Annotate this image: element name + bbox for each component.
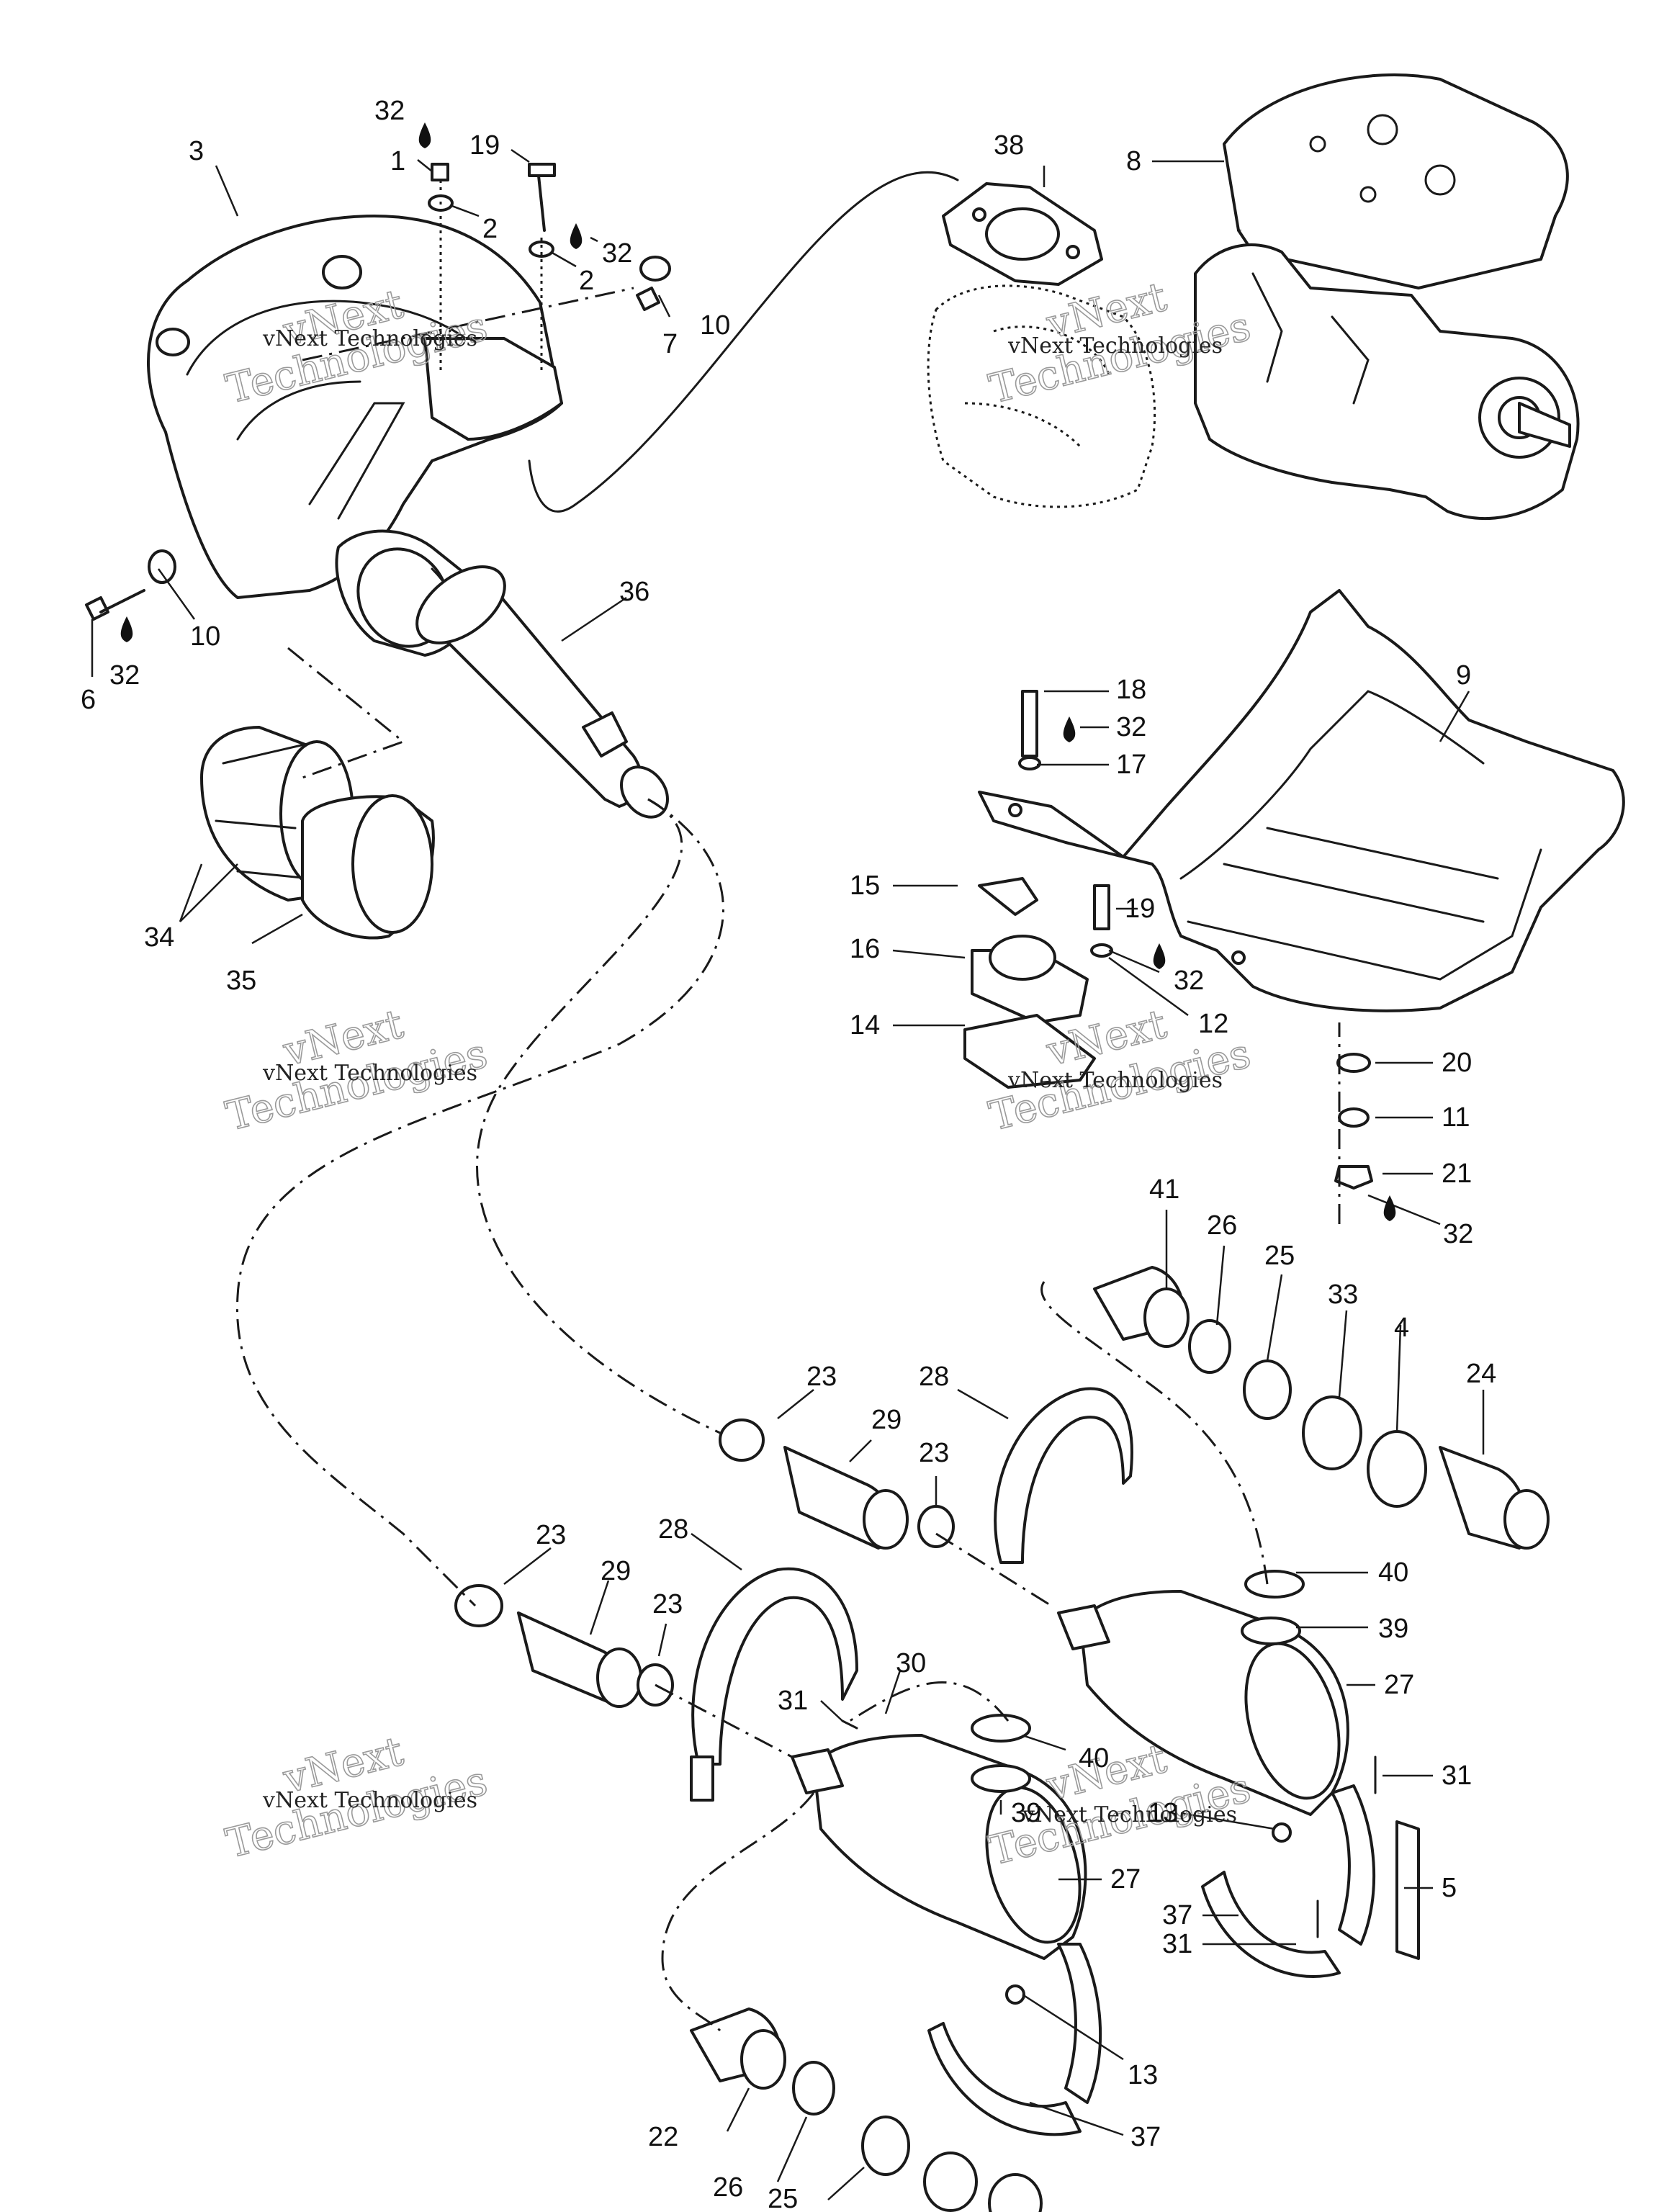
callout-label: 24: [1466, 1359, 1496, 1389]
callout-label: 28: [658, 1514, 688, 1545]
callout-label: 13: [1148, 1798, 1178, 1828]
callout-label: 35: [226, 966, 256, 996]
callout-label: 31: [1442, 1761, 1472, 1791]
callout-label: 16: [850, 934, 880, 964]
callout-label: 30: [896, 1648, 926, 1678]
callout-label: 21: [1442, 1159, 1472, 1189]
mid-hose-upper-part: [719, 1387, 1133, 1564]
callout-label: 41: [1149, 1174, 1179, 1205]
callout-label: 5: [1442, 1873, 1457, 1903]
watermark-low-left: vNext Technologies vNext Technologies: [221, 1727, 493, 1868]
clamp-sleeve-part: [200, 726, 435, 940]
callout-label: 19: [1125, 894, 1155, 924]
callout-label: 32: [1443, 1219, 1473, 1249]
outlet-assembly-part: [1093, 1266, 1550, 1550]
callout-label: 2: [579, 266, 594, 296]
gasket-part: [927, 182, 1156, 508]
callout-label: 29: [601, 1556, 631, 1586]
callout-label: 32: [1174, 966, 1204, 996]
callout-label: 26: [713, 2172, 743, 2203]
callout-label: 23: [652, 1589, 683, 1619]
callout-label: 10: [190, 621, 220, 652]
callout-label: 39: [1378, 1614, 1408, 1644]
callout-label: 23: [919, 1438, 949, 1468]
callout-label: 26: [1207, 1210, 1237, 1241]
callout-label: 9: [1456, 660, 1471, 691]
callout-label: 6: [81, 685, 96, 715]
callout-label: 8: [1126, 146, 1141, 176]
callout-label: 25: [768, 2184, 798, 2212]
svg-text:vNext Technologies: vNext Technologies: [262, 1788, 477, 1813]
svg-text:vNext Technologies: vNext Technologies: [262, 1061, 477, 1086]
callout-label: 25: [1264, 1241, 1295, 1271]
callout-label: 12: [1198, 1009, 1228, 1039]
callout-label: 18: [1116, 675, 1146, 705]
callout-label: 32: [602, 238, 632, 269]
watermark-mid-left: vNext Technologies vNext Technologies: [221, 1000, 493, 1141]
engine-part: [1194, 73, 1580, 520]
callout-label: 3: [189, 136, 204, 166]
callout-label: 37: [1130, 2122, 1161, 2152]
cone-pipe-part: [415, 565, 669, 819]
callout-label: 28: [919, 1362, 949, 1392]
callout-label: 32: [374, 96, 405, 126]
callout-label: 27: [1110, 1864, 1141, 1894]
callout-labels: 32 1 3 19 2 32 2 7 10 38 8 36 10 6 32 9 …: [81, 96, 1496, 2212]
callout-label: 15: [850, 871, 880, 901]
svg-text:vNext Technologies: vNext Technologies: [1022, 1802, 1237, 1827]
callout-label: 29: [871, 1405, 902, 1435]
leader-lines: [91, 148, 1485, 2200]
callout-label: 38: [994, 130, 1024, 161]
callout-label: 40: [1378, 1557, 1408, 1588]
callout-label: 7: [662, 329, 678, 359]
svg-text:vNext Technologies: vNext Technologies: [1007, 333, 1223, 359]
callout-label: 10: [700, 310, 730, 341]
callout-label: 32: [1116, 712, 1146, 742]
callout-label: 34: [144, 922, 174, 953]
callout-label: 2: [482, 214, 498, 244]
svg-text:vNext Technologies: vNext Technologies: [1007, 1068, 1223, 1093]
muffler-upper-part: [1057, 1570, 1349, 1816]
callout-label: 13: [1128, 2060, 1158, 2090]
callout-label: 36: [619, 577, 649, 607]
engine-support-part: [978, 589, 1625, 1012]
callout-label: 14: [850, 1010, 880, 1040]
fasteners-part: [85, 163, 1373, 1190]
outlet-lower-part: [690, 2008, 1043, 2212]
callout-label: 39: [1011, 1798, 1041, 1828]
lubricant-drop-icons: [120, 122, 1396, 1221]
callout-label: 32: [109, 660, 140, 691]
callout-label: 19: [469, 130, 500, 161]
callout-label: 23: [806, 1362, 837, 1392]
callout-label: 11: [1442, 1102, 1470, 1133]
callout-label: 31: [778, 1686, 808, 1716]
callout-label: 40: [1079, 1743, 1109, 1773]
callout-label: 22: [648, 2122, 678, 2152]
rubber-mount-part: [963, 877, 1096, 1089]
callout-label: 17: [1116, 750, 1146, 780]
callout-label: 33: [1328, 1280, 1358, 1310]
svg-text:vNext Technologies: vNext Technologies: [262, 326, 477, 351]
assembly-path-lines: [235, 171, 1341, 2032]
callout-label: 23: [536, 1520, 566, 1550]
callout-label: 31: [1162, 1929, 1192, 1959]
callout-label: 4: [1394, 1313, 1409, 1343]
callout-label: 27: [1384, 1670, 1414, 1700]
callout-label: 20: [1442, 1048, 1472, 1078]
muffler-lower-part: [791, 1714, 1087, 1960]
callout-label: 1: [390, 146, 405, 176]
callout-label: 37: [1162, 1900, 1192, 1930]
